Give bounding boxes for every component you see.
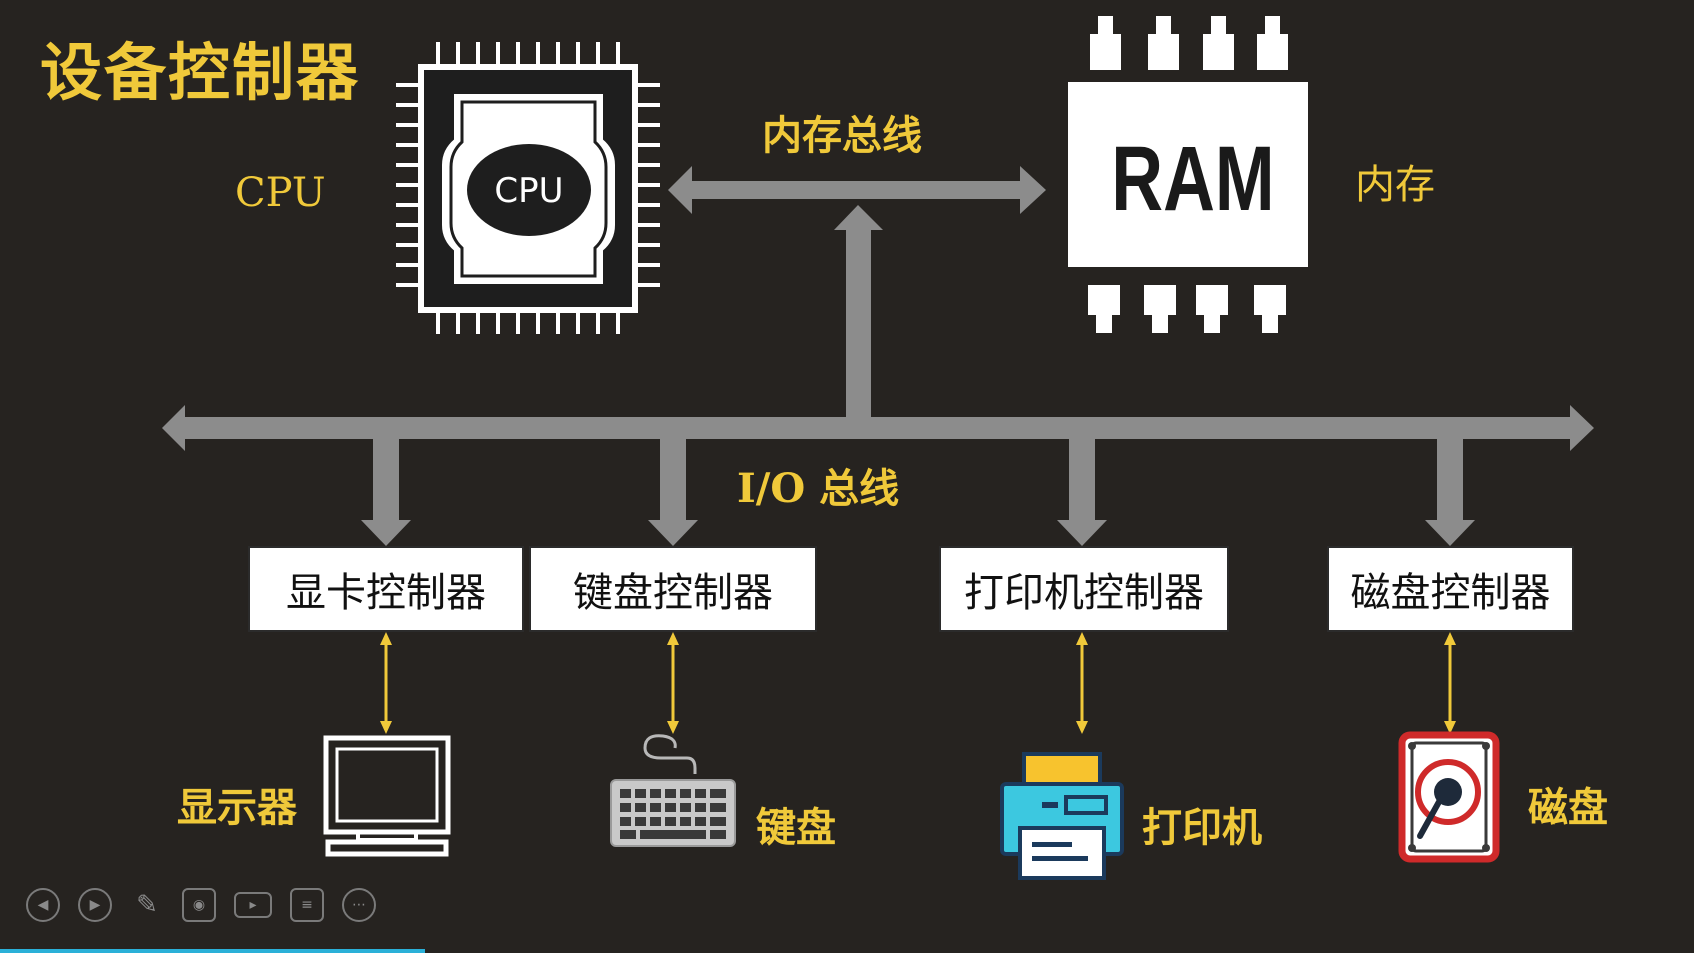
pen-icon[interactable]: ✎ (136, 890, 158, 920)
memory-bus-arrow (668, 166, 1046, 214)
disk-controller-box: 磁盘控制器 (1327, 546, 1574, 632)
keyboard-label: 键盘 (756, 804, 836, 851)
controller-link-arrows (361, 433, 1475, 546)
cpu-chip-icon: CPU (396, 42, 660, 334)
io-bus-label: I/O 总线 (737, 465, 900, 512)
disk-icon (1398, 731, 1500, 863)
printer-icon (1000, 752, 1124, 880)
slide-title: 设备控制器 (40, 36, 361, 109)
next-icon[interactable]: ▶ (78, 888, 112, 922)
slide-progress-bar (0, 949, 425, 953)
memory-bus-label: 内存总线 (762, 112, 922, 159)
cpu-pins (396, 42, 660, 334)
printer-label: 打印机 (1142, 804, 1262, 851)
ram-body (1068, 82, 1308, 267)
comment-icon[interactable]: ≡ (290, 888, 324, 922)
bus-bridge-arrow (834, 205, 883, 417)
ram-chip-label: RAM (1111, 127, 1274, 230)
io-bus-arrow (162, 405, 1594, 451)
ram-chip-icon: RAM (1068, 16, 1308, 333)
ram-side-label: 内存 (1355, 162, 1435, 208)
cpu-chip-label: CPU (494, 171, 563, 211)
more-icon[interactable]: ⋯ (342, 888, 376, 922)
disk-label: 磁盘 (1528, 784, 1608, 831)
keyboard-icon (610, 734, 736, 847)
monitor-icon (323, 735, 451, 857)
cpu-die (467, 144, 591, 236)
prev-icon[interactable]: ◀ (26, 888, 60, 922)
presentation-toolbar: ◀ ▶ ✎ ◉ ▸ ≡ ⋯ (26, 888, 376, 922)
device-link-arrows (380, 632, 1456, 734)
printer-controller-box: 打印机控制器 (939, 546, 1229, 632)
gpu-controller-box: 显卡控制器 (248, 546, 524, 632)
camera-icon[interactable]: ▸ (234, 892, 272, 918)
cpu-side-label: CPU (235, 170, 326, 216)
keyboard-controller-box: 键盘控制器 (529, 546, 817, 632)
screenshot-icon[interactable]: ◉ (182, 888, 216, 922)
monitor-label: 显示器 (177, 784, 297, 831)
